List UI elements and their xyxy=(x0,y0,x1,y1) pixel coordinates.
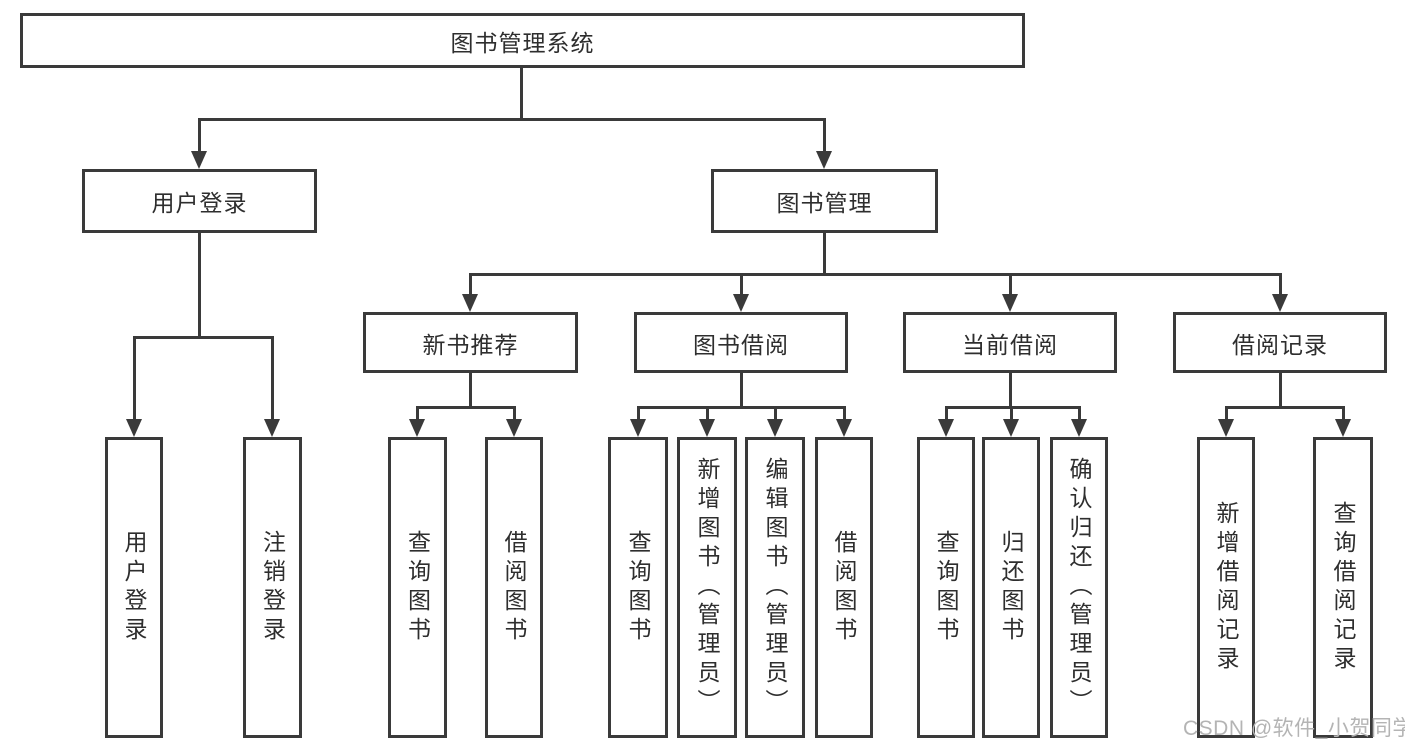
connector-line xyxy=(416,406,419,419)
connector-line xyxy=(1009,273,1012,294)
connector-line xyxy=(469,373,472,406)
leaf-add-books-admin: 新增图书（管理员） xyxy=(677,437,737,738)
node-current-borrowing: 当前借阅 xyxy=(903,312,1117,373)
connector-line xyxy=(1279,273,1282,294)
connector-line xyxy=(198,118,826,121)
arrow-down-icon xyxy=(699,419,715,437)
arrow-down-icon xyxy=(1335,419,1351,437)
connector-line xyxy=(198,118,201,151)
node-new-book-recommend: 新书推荐 xyxy=(363,312,578,373)
watermark: CSDN @软件_小贺同学 xyxy=(1183,717,1405,740)
connector-line xyxy=(1078,406,1081,419)
leaf-query-borrow-record: 查询借阅记录 xyxy=(1313,437,1373,738)
connector-line xyxy=(774,406,777,419)
connector-line xyxy=(637,406,640,419)
arrow-down-icon xyxy=(126,419,142,437)
arrow-down-icon xyxy=(1218,419,1234,437)
leaf-return-books: 归还图书 xyxy=(982,437,1040,738)
arrow-down-icon xyxy=(462,294,478,312)
connector-line xyxy=(637,406,846,409)
connector-line xyxy=(133,336,274,339)
leaf-confirm-return-admin: 确认归还（管理员） xyxy=(1050,437,1108,738)
leaf-borrow-books-2: 借阅图书 xyxy=(815,437,873,738)
arrow-down-icon xyxy=(816,151,832,169)
arrow-down-icon xyxy=(767,419,783,437)
arrow-down-icon xyxy=(191,151,207,169)
connector-line xyxy=(1342,406,1345,419)
arrow-down-icon xyxy=(1002,294,1018,312)
leaf-user-login: 用户登录 xyxy=(105,437,163,738)
connector-line xyxy=(823,118,826,151)
arrow-down-icon xyxy=(1272,294,1288,312)
connector-line xyxy=(945,406,1081,409)
arrow-down-icon xyxy=(1003,419,1019,437)
connector-line xyxy=(1009,373,1012,406)
arrow-down-icon xyxy=(733,294,749,312)
arrow-down-icon xyxy=(506,419,522,437)
node-root: 图书管理系统 xyxy=(20,13,1025,68)
connector-line xyxy=(843,406,846,419)
arrow-down-icon xyxy=(938,419,954,437)
leaf-query-books-1: 查询图书 xyxy=(388,437,447,738)
connector-line xyxy=(271,336,274,419)
connector-line xyxy=(198,233,201,336)
node-borrowing-records: 借阅记录 xyxy=(1173,312,1387,373)
node-book-borrowing: 图书借阅 xyxy=(634,312,848,373)
connector-line xyxy=(740,373,743,406)
arrow-down-icon xyxy=(264,419,280,437)
connector-line xyxy=(1225,406,1228,419)
node-book-management: 图书管理 xyxy=(711,169,938,233)
leaf-edit-books-admin: 编辑图书（管理员） xyxy=(745,437,805,738)
connector-line xyxy=(469,273,1282,276)
connector-line xyxy=(1010,406,1013,419)
connector-line xyxy=(1279,373,1282,406)
connector-line xyxy=(823,233,826,273)
arrow-down-icon xyxy=(1071,419,1087,437)
leaf-add-borrow-record: 新增借阅记录 xyxy=(1197,437,1255,738)
leaf-borrow-books-1: 借阅图书 xyxy=(485,437,543,738)
connector-line xyxy=(945,406,948,419)
leaf-query-books-2: 查询图书 xyxy=(608,437,668,738)
leaf-logout: 注销登录 xyxy=(243,437,302,738)
connector-line xyxy=(513,406,516,419)
connector-line xyxy=(520,68,523,118)
arrow-down-icon xyxy=(836,419,852,437)
leaf-query-books-3: 查询图书 xyxy=(917,437,975,738)
arrow-down-icon xyxy=(409,419,425,437)
node-user-login: 用户登录 xyxy=(82,169,317,233)
connector-line xyxy=(133,336,136,419)
connector-line xyxy=(1225,406,1345,409)
connector-line xyxy=(469,273,472,294)
connector-line xyxy=(740,273,743,294)
connector-line xyxy=(706,406,709,419)
arrow-down-icon xyxy=(630,419,646,437)
connector-line xyxy=(416,406,516,409)
